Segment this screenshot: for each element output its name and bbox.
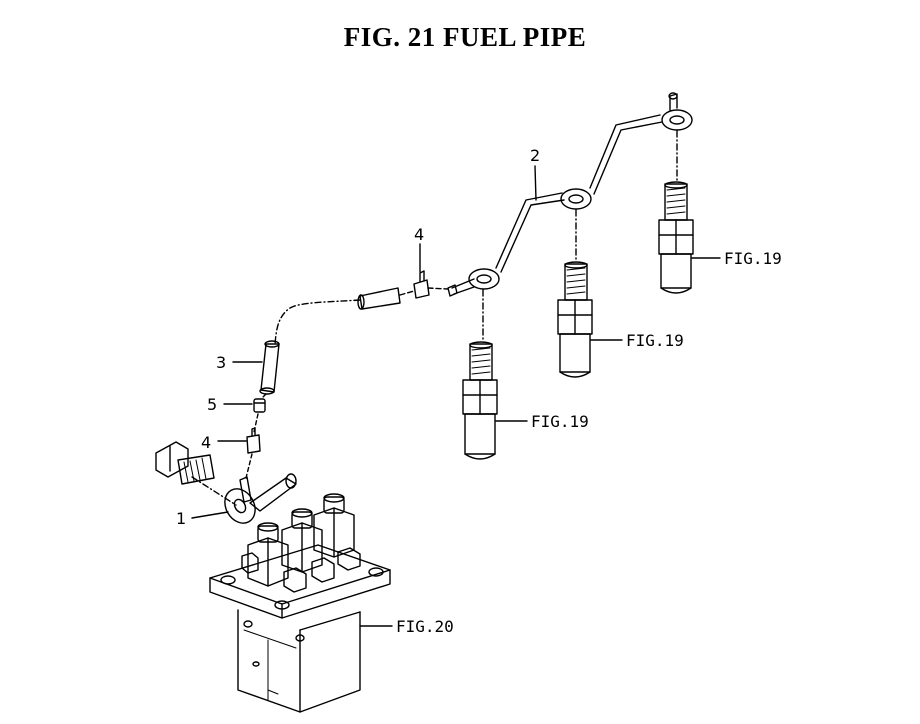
figure-title: FIG. 21 FUEL PIPE	[343, 22, 587, 52]
callout-leaders	[191, 165, 537, 519]
injector-nozzle-2	[557, 209, 623, 378]
callout-4-upper: 4	[414, 225, 424, 244]
clamp-4-lower	[245, 427, 261, 479]
ref-fig19-nozzle-3: FIG.19	[724, 249, 782, 268]
ref-fig19-nozzle-2: FIG.19	[626, 331, 684, 350]
callout-2: 2	[530, 146, 540, 165]
callout-5: 5	[207, 395, 217, 414]
hose-3-lower	[259, 340, 280, 399]
overflow-line	[274, 299, 361, 346]
ref-fig20-pump: FIG.20	[396, 617, 454, 636]
callout-1: 1	[176, 509, 186, 528]
injector-nozzle-3	[658, 130, 721, 294]
callout-3: 3	[216, 353, 226, 372]
clip-5	[253, 398, 266, 433]
banjo-fitting-1	[224, 473, 297, 524]
clamp-4-upper	[413, 270, 449, 299]
eye-bolt	[155, 441, 237, 506]
injection-pump	[209, 493, 393, 713]
fuel-pipe-2	[447, 92, 693, 297]
ref-fig19-nozzle-1: FIG.19	[531, 412, 589, 431]
callout-4-lower: 4	[201, 433, 211, 452]
hose-3-upper	[357, 287, 415, 310]
injector-nozzle-1	[462, 289, 528, 460]
